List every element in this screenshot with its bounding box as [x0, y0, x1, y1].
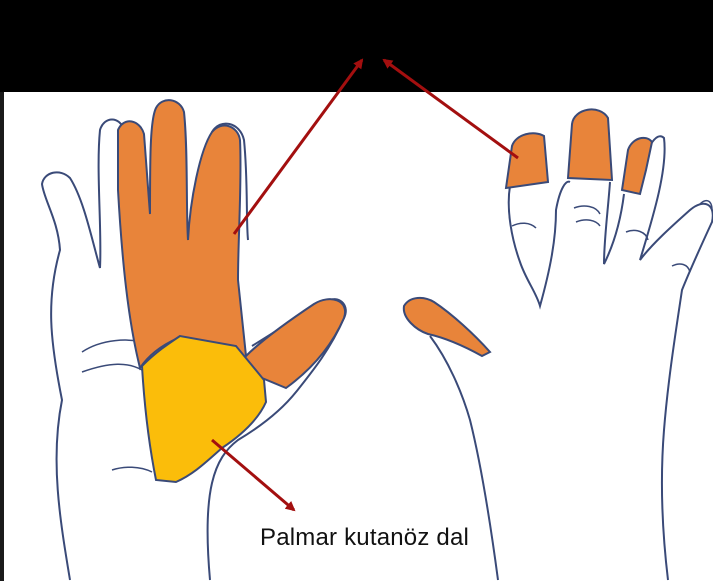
right-hand-dorsal — [404, 109, 713, 580]
arrow-to-left-hand — [234, 60, 362, 234]
ring-fingertip-area — [622, 138, 652, 194]
middle-fingertip-area — [568, 109, 612, 180]
right-hand-outline — [430, 136, 713, 580]
palmar-branch-label: Palmar kutanöz dal — [260, 524, 469, 552]
index-fingertip-area — [506, 133, 548, 188]
annotation-arrows — [212, 60, 518, 510]
thumb-dorsal-area — [404, 298, 490, 356]
right-hand-knuckles — [512, 201, 712, 272]
arrow-palmar-branch — [212, 440, 294, 510]
arrow-to-right-hand — [384, 60, 518, 158]
left-hand-palmar — [42, 100, 346, 580]
